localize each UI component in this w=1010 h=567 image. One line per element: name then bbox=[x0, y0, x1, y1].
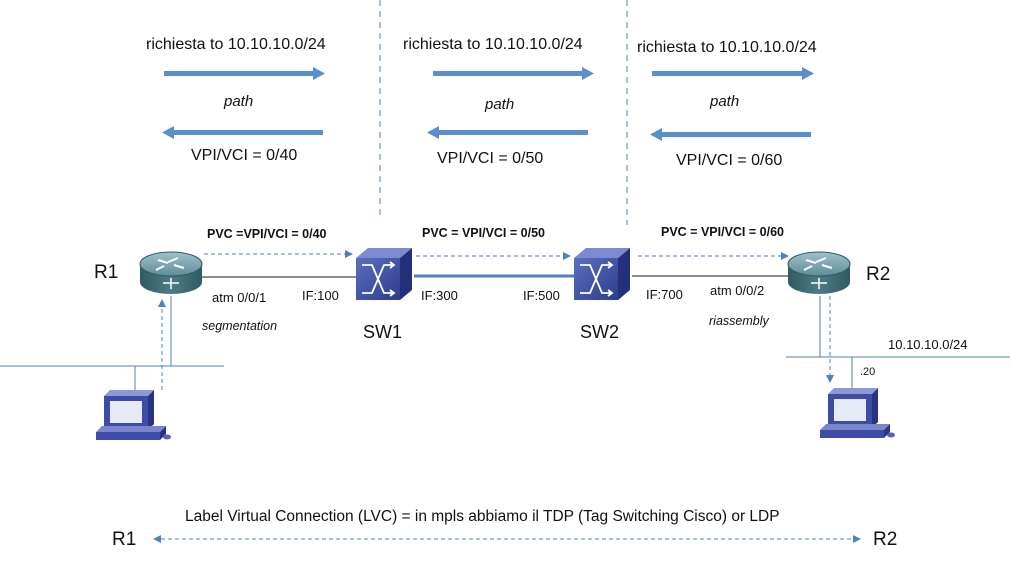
request-arrow bbox=[433, 67, 594, 80]
vpi-vci-label: VPI/VCI = 0/50 bbox=[437, 150, 544, 167]
subnet-label: 10.10.10.0/24 bbox=[888, 337, 968, 352]
router-r2-icon[interactable] bbox=[787, 251, 851, 294]
router-r1-label: R1 bbox=[94, 262, 119, 283]
router-r1-icon[interactable] bbox=[139, 251, 203, 294]
interface-atm-r2: atm 0/0/2 bbox=[710, 283, 765, 298]
lvc-endpoint-r2: R2 bbox=[873, 529, 898, 550]
pvc-label: PVC = VPI/VCI = 0/50 bbox=[422, 226, 545, 240]
switch-sw1-icon[interactable] bbox=[356, 248, 412, 300]
segmentation-label: segmentation bbox=[202, 319, 278, 333]
switch-sw2-icon[interactable] bbox=[574, 248, 630, 300]
pvc-label: PVC = VPI/VCI = 0/60 bbox=[661, 225, 784, 239]
response-arrow bbox=[427, 126, 588, 139]
response-arrow bbox=[650, 128, 811, 141]
request-label: richiesta to 10.10.10.0/24 bbox=[146, 36, 326, 53]
interface-if100: IF:100 bbox=[302, 288, 339, 303]
switch-sw2-label: SW2 bbox=[580, 322, 620, 342]
switch-sw1-label: SW1 bbox=[363, 322, 403, 342]
response-arrow bbox=[162, 126, 323, 139]
interface-atm-r1: atm 0/0/1 bbox=[212, 290, 267, 305]
interface-if700: IF:700 bbox=[646, 287, 683, 302]
path-label: path bbox=[224, 93, 254, 110]
vpi-vci-label: VPI/VCI = 0/60 bbox=[676, 152, 783, 169]
lvc-endpoint-r1: R1 bbox=[112, 529, 137, 550]
request-label: richiesta to 10.10.10.0/24 bbox=[403, 36, 583, 53]
interface-if300: IF:300 bbox=[421, 288, 458, 303]
request-arrow bbox=[652, 67, 814, 80]
host-pc-right-icon[interactable] bbox=[820, 388, 895, 438]
interface-if500: IF:500 bbox=[523, 288, 560, 303]
lvc-description: Label Virtual Connection (LVC) = in mpls… bbox=[185, 508, 780, 525]
router-r2-label: R2 bbox=[866, 264, 891, 285]
host-pc-left-icon[interactable] bbox=[96, 390, 171, 440]
pvc-label: PVC =VPI/VCI = 0/40 bbox=[207, 227, 327, 241]
vpi-vci-label: VPI/VCI = 0/40 bbox=[191, 147, 298, 164]
path-label: path bbox=[710, 93, 740, 110]
request-label: richiesta to 10.10.10.0/24 bbox=[637, 39, 817, 56]
reassembly-label: riassembly bbox=[709, 314, 769, 328]
request-arrow bbox=[164, 67, 325, 80]
path-label: path bbox=[485, 96, 515, 113]
host-address-label: .20 bbox=[860, 366, 876, 378]
